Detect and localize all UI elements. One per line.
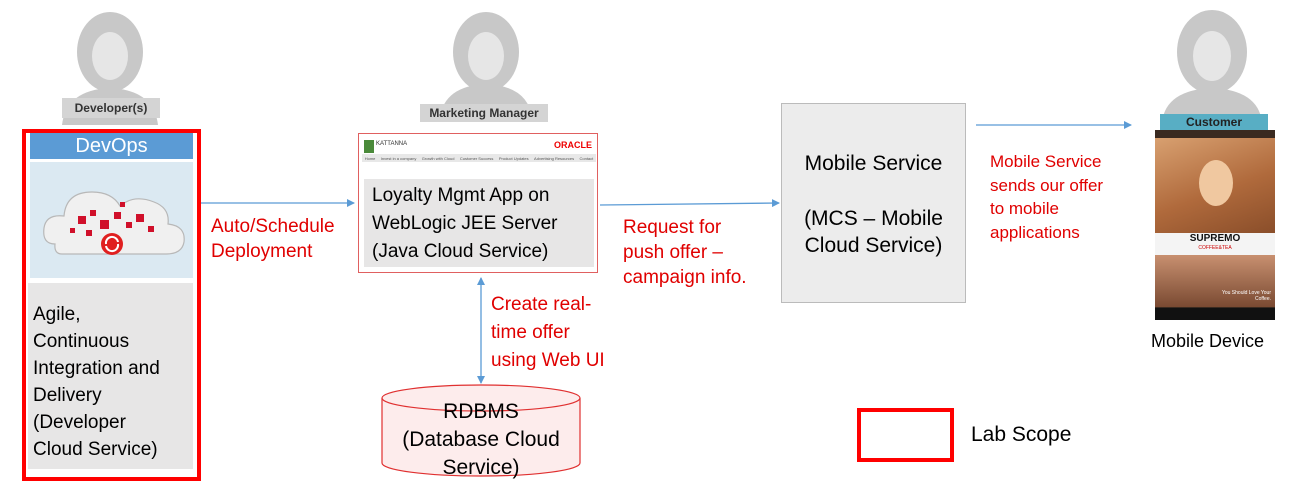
mobile-device: SUPREMO COFFEE&TEA You Should Love Your …	[1155, 130, 1275, 320]
mobile-service-sub: Cloud Service)	[804, 234, 943, 257]
deploy-label: Auto/Schedule Deployment	[211, 216, 335, 262]
request-label: Request for push offer – campaign info.	[623, 217, 747, 288]
device-face	[1199, 160, 1233, 206]
request-arrow	[599, 199, 780, 208]
customer-label: Customer	[1160, 114, 1268, 130]
database-label: RDBMS (Database Cloud Service)	[402, 400, 560, 479]
create-label: Create real- time offer using Web UI	[491, 294, 605, 371]
app-title-line: (Java Cloud Service)	[372, 241, 549, 262]
send-label: Mobile Service sends our offer to mobile…	[990, 152, 1104, 242]
developer-label: Developer(s)	[62, 98, 160, 118]
devops-line: Agile,	[33, 304, 81, 325]
cloud-icon	[30, 162, 193, 278]
app-logo-text: KATTANNA	[376, 141, 408, 147]
nav-item[interactable]: Customer Success	[459, 155, 494, 161]
nav-item[interactable]: Home	[364, 155, 376, 161]
app-title-line: WebLogic JEE Server	[372, 213, 558, 234]
legend-scope-box	[857, 408, 954, 462]
database-cylinder	[381, 384, 581, 477]
nav-item[interactable]: Invest in a company	[380, 155, 417, 161]
nav-item[interactable]: Advertising Resources	[534, 155, 575, 161]
device-brand-sub: COFFEE&TEA	[1198, 245, 1232, 251]
marketing-label: Marketing Manager	[420, 104, 548, 122]
kattanna-logo	[364, 140, 374, 153]
device-brand-bar: SUPREMO COFFEE&TEA	[1155, 233, 1275, 255]
device-nav-bar	[1155, 308, 1275, 320]
devops-title: DevOps	[30, 133, 193, 159]
device-brand: SUPREMO	[1189, 233, 1241, 244]
mobile-service-title: Mobile Service	[804, 152, 943, 175]
app-nav-bar: Home Invest in a company Growth with Clo…	[362, 154, 596, 162]
device-tagline: You Should Love Your Coffee.	[1221, 290, 1271, 302]
devops-line: (Developer	[33, 412, 126, 433]
device-bottom	[1155, 255, 1275, 307]
nav-item[interactable]: Growth with Cloud	[421, 155, 455, 161]
devops-line: Integration and	[33, 358, 160, 379]
app-title-line: Loyalty Mgmt App on	[372, 185, 550, 206]
devops-line: Continuous	[33, 331, 130, 352]
loyalty-app-title: Loyalty Mgmt App on WebLogic JEE Server …	[364, 179, 594, 267]
nav-item[interactable]: Product Updates	[498, 155, 529, 161]
devops-line: Delivery	[33, 385, 102, 406]
oracle-logo: ORACLE	[554, 140, 592, 150]
mobile-service-sub: (MCS – Mobile	[804, 207, 943, 230]
mobile-device-label: Mobile Device	[1151, 331, 1265, 351]
devops-line: Cloud Service)	[33, 439, 158, 460]
devops-description: Agile, Continuous Integration and Delive…	[28, 283, 193, 469]
devops-cloud-image	[30, 162, 193, 278]
legend-label: Lab Scope	[971, 423, 1072, 446]
mobile-service-box: Mobile Service (MCS – Mobile Cloud Servi…	[781, 103, 966, 303]
app-header: KATTANNA ORACLE Home Invest in a company…	[362, 136, 596, 162]
nav-item[interactable]: Contact	[579, 155, 594, 161]
